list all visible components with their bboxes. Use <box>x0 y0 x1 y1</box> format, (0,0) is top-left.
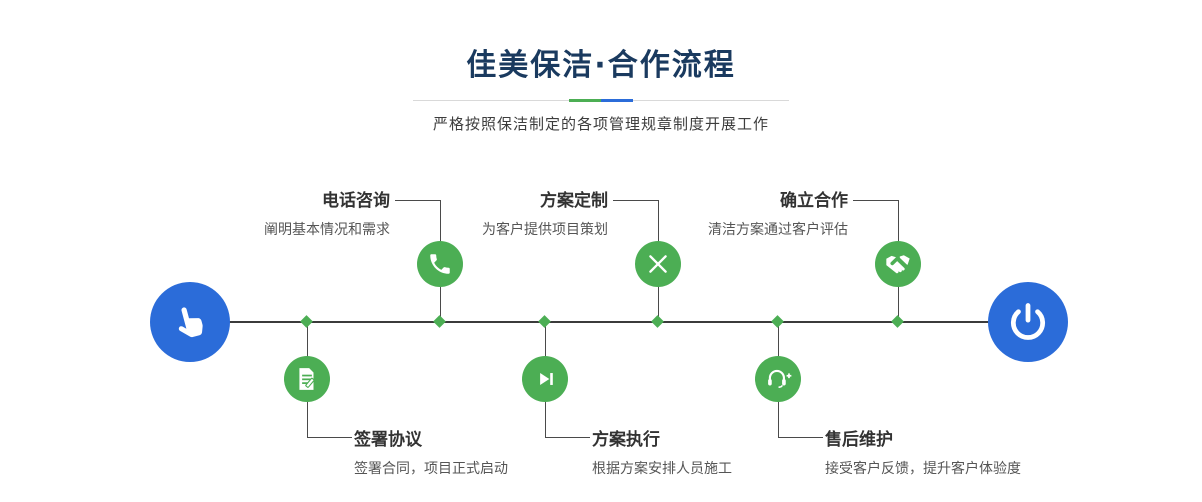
step-label: 售后维护 <box>825 430 893 450</box>
power-icon <box>1006 300 1050 344</box>
handshake-icon <box>884 250 912 278</box>
step-node-execute <box>522 356 568 402</box>
connector-line <box>545 437 590 438</box>
timeline-diamond-marker <box>891 315 904 328</box>
step-label: 签署协议 <box>354 430 422 450</box>
pointing-hand-icon <box>164 296 215 347</box>
timeline-diamond-marker <box>538 315 551 328</box>
title-divider <box>413 99 789 102</box>
timeline-diamond-marker <box>300 315 313 328</box>
section-header: 佳美保洁·合作流程 严格按照保洁制定的各项管理规章制度开展工作 <box>0 40 1202 134</box>
step-node-handshake <box>875 241 921 287</box>
step-plan-customize: 方案定制 为客户提供项目策划 <box>398 186 608 239</box>
phone-icon <box>427 251 453 277</box>
step-description: 根据方案安排人员施工 <box>592 461 732 477</box>
headset-support-icon <box>764 366 792 392</box>
step-label: 方案执行 <box>592 430 660 450</box>
connector-line <box>307 437 352 438</box>
divider-green-segment <box>569 99 601 102</box>
divider-blue-segment <box>601 99 633 102</box>
section-subtitle: 严格按照保洁制定的各项管理规章制度开展工作 <box>432 115 769 133</box>
step-label: 方案定制 <box>540 191 608 211</box>
step-label: 确立合作 <box>780 191 848 211</box>
timeline-end-node <box>988 282 1068 362</box>
step-node-support <box>755 356 801 402</box>
contract-icon <box>294 366 320 392</box>
step-sign-agreement: 签署协议 签署合同，项目正式启动 <box>354 425 644 478</box>
timeline-main-line <box>190 321 1028 323</box>
step-phone-consult: 电话咨询 阐明基本情况和需求 <box>180 186 390 239</box>
step-description: 接受客户反馈，提升客户体验度 <box>825 461 1021 477</box>
connector-line <box>778 437 823 438</box>
step-node-contract <box>284 356 330 402</box>
connector-line <box>395 200 440 201</box>
page-title: 佳美保洁·合作流程 <box>466 48 736 83</box>
design-tools-icon <box>645 251 671 277</box>
timeline-diamond-marker <box>771 315 784 328</box>
step-node-phone <box>417 241 463 287</box>
step-label: 电话咨询 <box>322 191 390 211</box>
step-description: 签署合同，项目正式启动 <box>354 461 508 477</box>
step-description: 为客户提供项目策划 <box>482 222 608 238</box>
play-execute-icon <box>532 366 558 392</box>
timeline-diamond-marker <box>433 315 446 328</box>
step-description: 阐明基本情况和需求 <box>264 222 390 238</box>
connector-line <box>853 200 898 201</box>
step-after-sales: 售后维护 接受客户反馈，提升客户体验度 <box>825 425 1115 478</box>
connector-line <box>613 200 658 201</box>
timeline-start-node <box>150 282 230 362</box>
step-confirm-cooperation: 确立合作 清洁方案通过客户评估 <box>638 186 848 239</box>
timeline-diamond-marker <box>651 315 664 328</box>
step-node-design <box>635 241 681 287</box>
step-plan-execute: 方案执行 根据方案安排人员施工 <box>592 425 882 478</box>
step-description: 清洁方案通过客户评估 <box>708 222 848 238</box>
